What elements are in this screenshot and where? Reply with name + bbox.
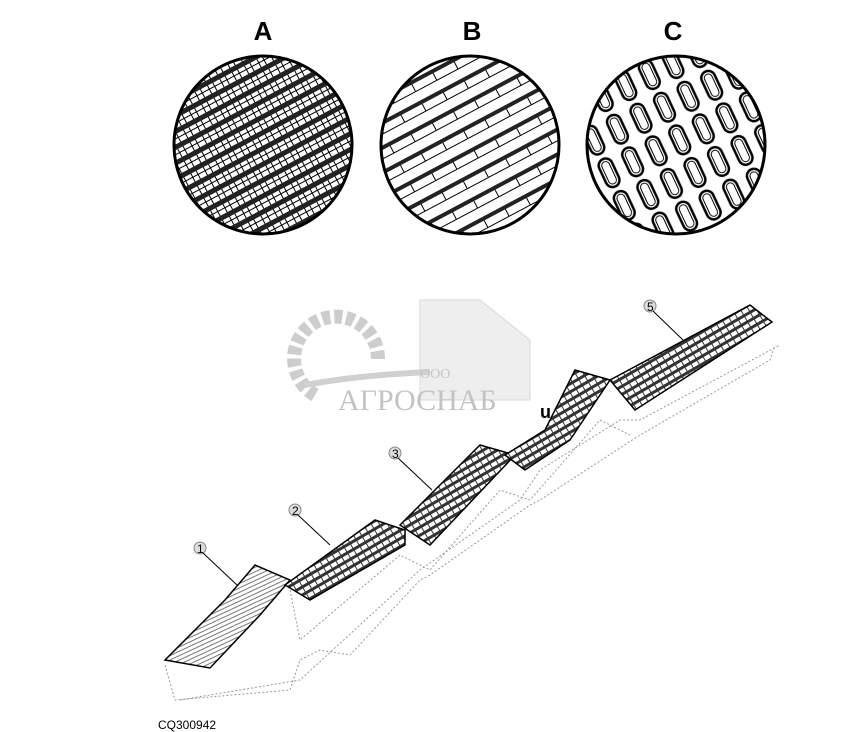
figure-code: CQ300942 <box>158 718 217 732</box>
detail-view-a: A <box>172 16 354 236</box>
detail-label-a: A <box>254 16 273 46</box>
svg-text:1: 1 <box>197 542 204 556</box>
svg-text:u: u <box>540 402 551 422</box>
watermark-name: АГРОСНАБ <box>338 384 497 417</box>
svg-text:3: 3 <box>392 447 399 461</box>
svg-text:2: 2 <box>292 504 299 518</box>
callout-4: u <box>540 402 551 422</box>
svg-text:5: 5 <box>647 300 654 314</box>
callout-3: 3 <box>388 446 433 491</box>
detail-view-c: C <box>585 16 767 236</box>
detail-view-b: B <box>379 16 561 236</box>
detail-label-c: C <box>664 16 683 46</box>
sieve-section-5 <box>608 304 774 411</box>
sieve-section-1 <box>163 564 292 669</box>
callout-5: 5 <box>643 299 684 341</box>
detail-label-b: B <box>463 16 482 46</box>
callout-2: 2 <box>288 503 331 546</box>
watermark-logo: ООО АГРОСНАБ <box>287 299 531 417</box>
sieve-section-3 <box>398 444 517 546</box>
watermark-prefix: ООО <box>420 367 450 382</box>
sieve-section-2 <box>283 519 406 601</box>
callout-1: 1 <box>193 541 238 586</box>
sieve-frame <box>164 344 781 701</box>
